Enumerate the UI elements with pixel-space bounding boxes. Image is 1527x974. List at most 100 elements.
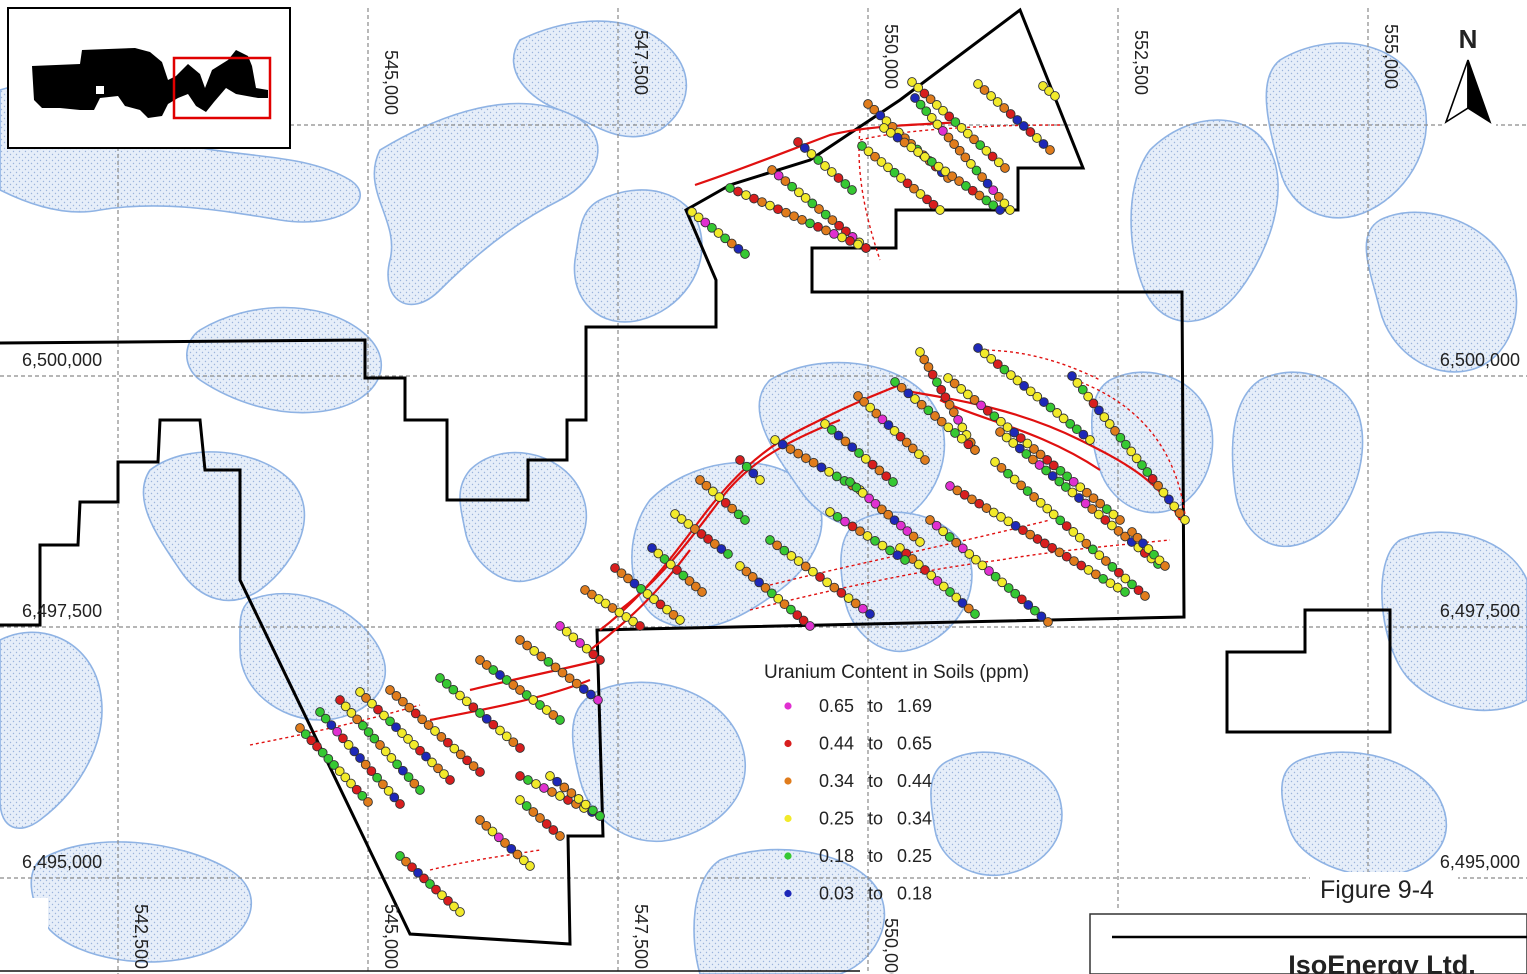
soil-sample-point <box>798 615 809 626</box>
soil-sample-point <box>800 561 811 572</box>
soil-sample-point <box>953 414 963 425</box>
soil-sample-point <box>541 705 552 715</box>
soil-sample-point <box>1100 515 1111 525</box>
soil-sample-point <box>723 549 733 559</box>
soil-sample-point <box>351 784 362 795</box>
soil-sample-point <box>944 532 955 542</box>
soil-sample-point <box>821 225 831 236</box>
soil-sample-point <box>683 519 694 529</box>
soil-sample-point <box>1131 453 1142 464</box>
lake <box>1231 371 1364 548</box>
soil-sample-point <box>1061 521 1072 531</box>
lake <box>571 681 746 843</box>
soil-sample-point <box>588 805 598 816</box>
soil-sample-point <box>1088 398 1099 409</box>
soil-sample-point <box>375 740 385 750</box>
soil-sample-point <box>982 178 993 189</box>
soil-sample-point <box>932 377 942 388</box>
soil-sample-point <box>733 509 744 520</box>
soil-sample-point <box>863 146 874 157</box>
soil-sample-point <box>443 895 453 906</box>
lake <box>930 751 1063 877</box>
soil-sample-point <box>647 543 657 553</box>
soil-sample-point <box>701 480 712 491</box>
soil-sample-point <box>541 819 552 829</box>
conductor-line-inferred <box>979 349 1101 381</box>
soil-sample-point <box>340 772 351 783</box>
soil-sample-point <box>1180 515 1190 525</box>
conductor-line-inferred <box>1074 379 1186 516</box>
soil-sample-point <box>312 741 322 752</box>
soil-sample-point <box>859 396 869 407</box>
soil-sample-point <box>522 640 532 651</box>
soil-sample-point <box>1081 538 1092 549</box>
soil-sample-point <box>1047 471 1058 481</box>
soil-sample-point <box>931 520 942 531</box>
soil-sample-point <box>595 811 605 821</box>
soil-sample-point <box>332 726 342 737</box>
soil-sample-point <box>1010 588 1021 599</box>
soil-sample-point <box>448 684 459 695</box>
soil-sample-point <box>779 599 790 610</box>
soil-sample-point <box>1014 443 1025 454</box>
soil-sample-point <box>974 190 985 201</box>
soil-sample-point <box>372 772 382 783</box>
soil-sample-point <box>690 524 700 534</box>
soil-sample-point <box>1021 449 1032 459</box>
easting-label-bottom: 550,000 <box>881 918 901 974</box>
legend-range-from: 0.25 <box>819 809 854 829</box>
soil-sample-point <box>334 766 345 777</box>
soil-sample-point <box>1094 550 1105 561</box>
soil-sample-point <box>944 399 955 410</box>
soil-sample-point <box>1042 455 1053 465</box>
soil-sample-point <box>531 779 541 789</box>
soil-sample-point <box>813 221 823 232</box>
soil-sample-point <box>814 204 824 214</box>
soil-sample-point <box>468 761 479 771</box>
soil-sample-point <box>902 178 913 189</box>
soil-sample-point <box>1101 504 1112 514</box>
soil-sample-point <box>847 521 858 532</box>
soil-sample-point <box>595 655 605 665</box>
soil-sample-point <box>807 198 818 209</box>
soil-sample-point <box>967 494 977 505</box>
soil-sample-point <box>936 416 947 427</box>
soil-sample-point <box>515 771 525 781</box>
soil-sample-point <box>896 520 906 531</box>
legend-swatch <box>784 702 792 710</box>
soil-sample-point <box>883 420 894 430</box>
lake <box>1265 42 1428 219</box>
soil-sample-point <box>431 884 441 895</box>
soil-sample-point <box>1022 438 1033 449</box>
soil-sample-point <box>578 684 589 694</box>
soil-sample-point <box>820 209 831 220</box>
soil-sample-point <box>425 879 435 889</box>
soil-sample-point <box>940 392 951 403</box>
soil-sample-point <box>550 662 561 673</box>
soil-sample-point <box>433 763 443 774</box>
soil-sample-point <box>373 704 383 715</box>
soil-sample-point <box>907 77 917 87</box>
soil-sample-point <box>1115 515 1125 525</box>
soil-sample-point <box>1047 542 1057 553</box>
soil-sample-point <box>401 856 411 867</box>
soil-sample-point <box>675 615 685 625</box>
lake <box>573 189 703 323</box>
soil-sample-point <box>1036 611 1047 622</box>
soil-sample-point <box>982 405 993 416</box>
soil-sample-point <box>561 626 572 637</box>
soil-sample-point <box>945 587 955 597</box>
soil-sample-point <box>690 581 701 592</box>
soil-sample-point <box>529 646 540 656</box>
soil-sample-point <box>806 149 817 159</box>
soil-sample-point <box>587 589 597 600</box>
soil-sample-point <box>794 187 804 198</box>
soil-sample-point <box>636 583 646 594</box>
soil-sample-point <box>1043 617 1053 627</box>
soil-sample-point <box>614 607 625 618</box>
soil-sample-point <box>1120 439 1131 450</box>
easting-label: 547,500 <box>631 30 651 95</box>
soil-sample-point <box>568 632 579 643</box>
soil-sample-point <box>515 743 525 753</box>
